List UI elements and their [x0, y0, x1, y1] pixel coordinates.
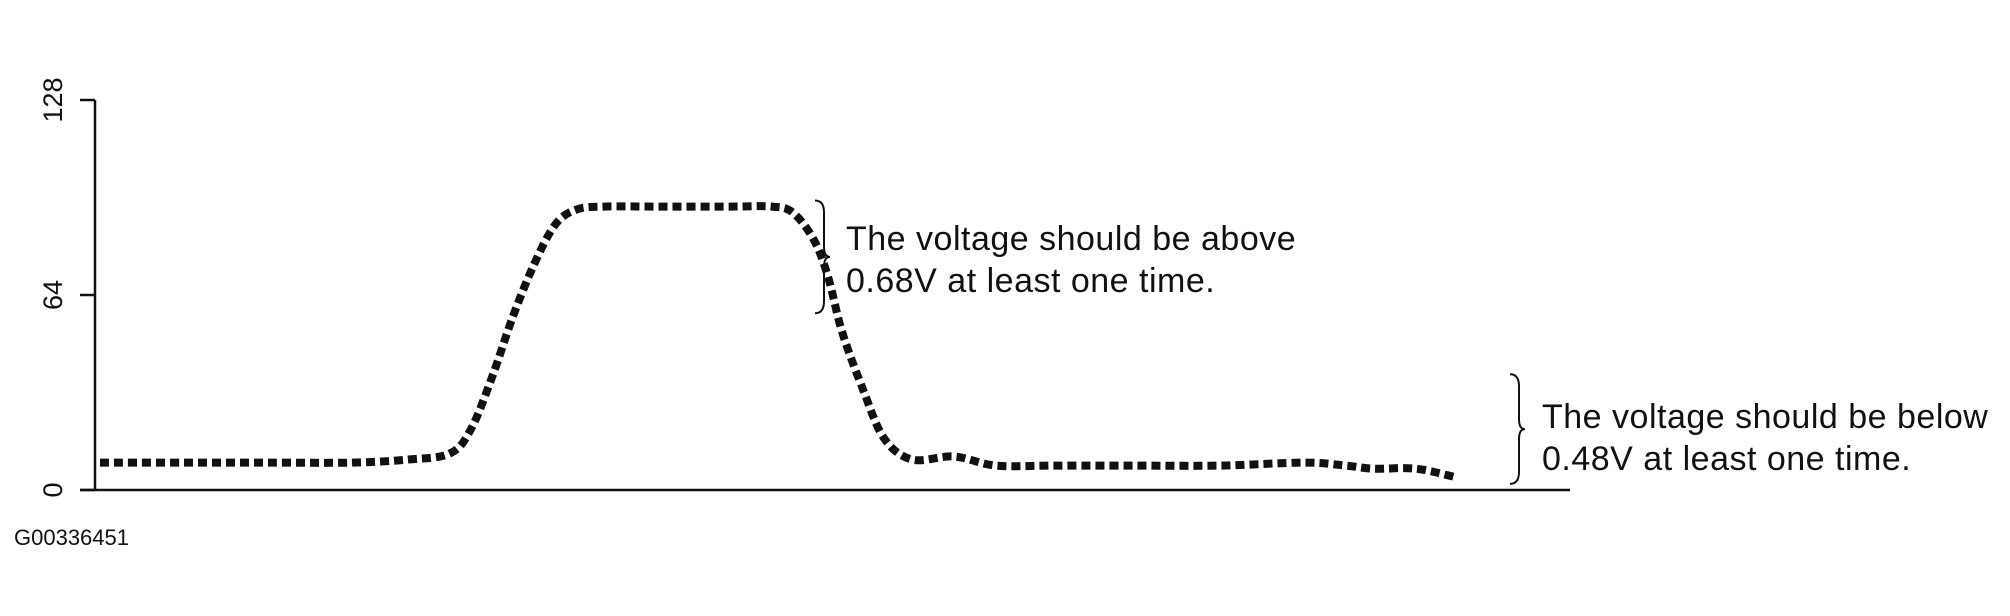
annotation-below: The voltage should be below 0.48V at lea… — [1509, 373, 1988, 485]
y-tick-label-128: 128 — [38, 77, 68, 122]
annotation-above: The voltage should be above 0.68V at lea… — [814, 199, 1296, 315]
annotation-below-line-1: The voltage should be below — [1542, 398, 1988, 436]
y-ticks: 128 64 0 — [38, 77, 95, 498]
brace-below — [1509, 373, 1526, 485]
y-tick-label-0: 0 — [38, 482, 68, 497]
annotation-above-line-2: 0.68V at least one time. — [846, 262, 1215, 300]
annotation-below-line-2: 0.48V at least one time. — [1542, 440, 1911, 478]
voltage-series-line — [100, 202, 1459, 482]
annotation-above-line-1: The voltage should be above — [846, 220, 1296, 258]
figure-id: G00336451 — [14, 525, 129, 550]
brace-above — [814, 199, 831, 315]
y-tick-label-64: 64 — [38, 280, 68, 310]
